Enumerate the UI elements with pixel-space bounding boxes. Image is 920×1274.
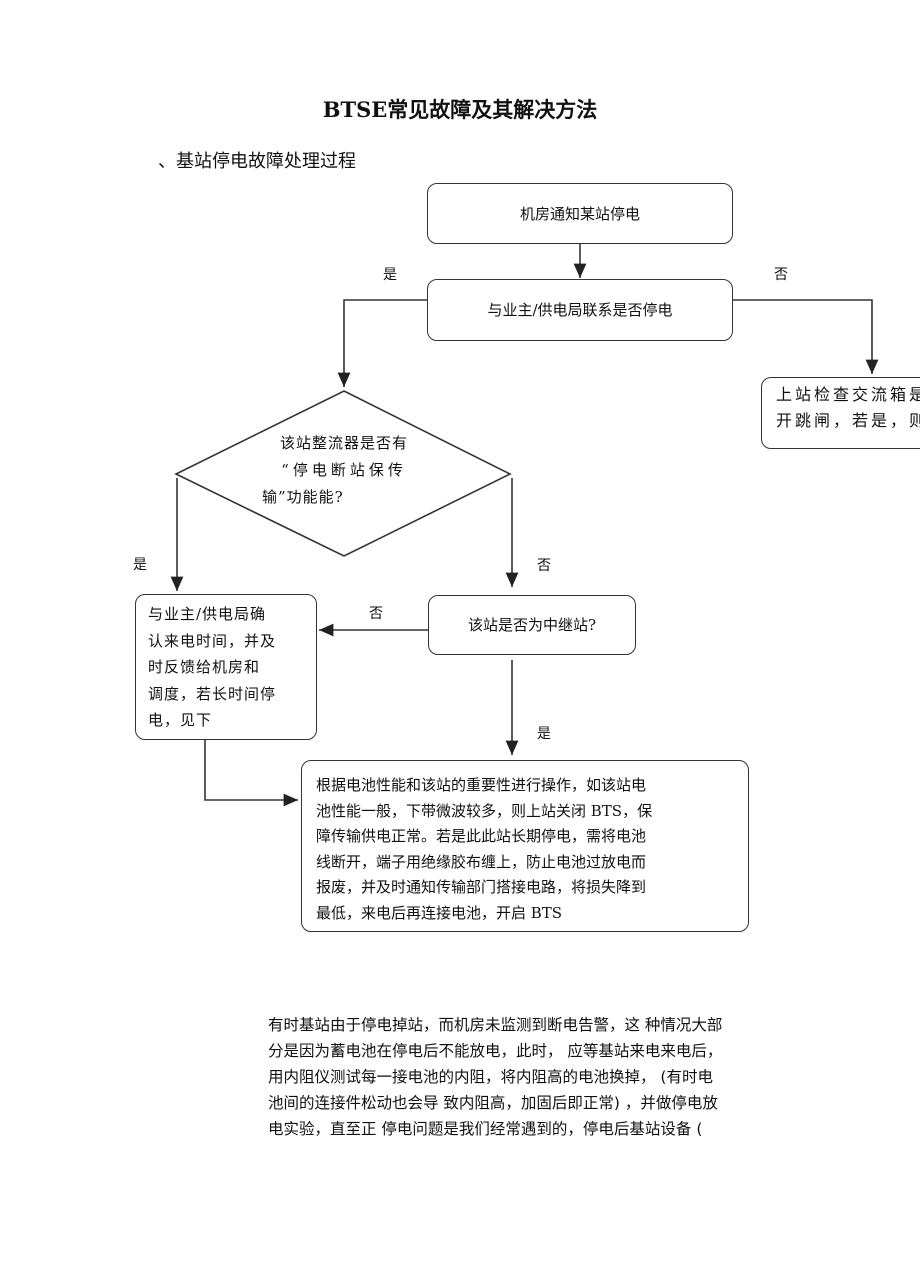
decision-diamond [174,390,512,557]
label-yes-top: 是 [383,267,397,283]
decision-text: 该站整流器是否有 “停电断站保传 输”功能能? [244,430,444,511]
flow-operate-line: 障传输供电正常。若是此此站长期停电，需将电池 [316,827,647,845]
document-title: BTSE常见故障及其解决方法 [322,97,598,122]
paragraph-line: 有时基站由于停电掉站，而机房未监测到断电告警，这 种情况大部 [268,1016,723,1034]
flow-check-line: 开跳闸，若是，则 [776,411,920,430]
decision-line: 该站整流器是否有 [279,434,408,452]
paragraph-line: 用内阻仪测试每一接电池的内阻，将内阻高的电池换掉， (有时电 [268,1068,713,1086]
paragraph-line: 电实验，直至正 停电问题是我们经常遇到的，停电后基站设备 ( [268,1120,703,1138]
flow-operate-line: 根据电池性能和该站的重要性进行操作，如该站电 [316,776,647,794]
flow-relay-box: 该站是否为中继站? [428,595,636,655]
label-no-relay: 否 [369,606,383,622]
flow-confirm-box: 与业主/供电局确 认来电时间，并及 时反馈给机房和 调度，若长时间停 电，见下 [135,594,317,740]
paragraph-line: 池间的连接件松动也会导 致内阻高，加固后即正常) ，并做停电放 [268,1094,718,1112]
arrow-confirm-to-operate [204,740,298,807]
label-yes-left: 是 [133,557,147,573]
label-yes-relay: 是 [537,726,551,742]
flow-check-box: 上站检查交流箱是 开跳闸，若是，则 [761,377,920,449]
flow-contact-box: 与业主/供电局联系是否停电 [427,279,733,341]
flow-operate-line: 线断开，端子用绝缘胶布缠上，防止电池过放电而 [316,852,647,871]
flow-confirm-line: 与业主/供电局确 [148,605,267,623]
arrow-contact-to-check [733,299,879,374]
flow-confirm-line: 时反馈给机房和 [148,658,261,676]
flow-start-text: 机房通知某站停电 [519,204,640,223]
flow-confirm-line: 调度，若长时间停 [148,684,277,703]
section-heading: 、基站停电故障处理过程 [158,151,356,172]
label-no-top: 否 [774,267,788,283]
flow-operate-box: 根据电池性能和该站的重要性进行操作，如该站电 池性能一般，下带微波较多，则上站关… [301,760,749,932]
flow-operate-line: 池性能一般，下带微波较多，则上站关闭 BTS，保 [316,801,653,820]
arrow-contact-to-diamond [337,299,428,387]
decision-line: 输”功能能? [262,488,344,506]
flow-contact-text: 与业主/供电局联系是否停电 [487,301,673,319]
flow-operate-line: 报废，并及时通知传输部门搭接电路，将损失降到 [316,878,647,896]
flow-operate-line: 最低，来电后再连接电池，开启 BTS [316,903,563,922]
paragraph-line: 分是因为蓄电池在停电后不能放电，此时， 应等基站来电来电后， [268,1042,723,1060]
body-paragraph: 有时基站由于停电掉站，而机房未监测到断电告警，这 种情况大部 分是因为蓄电池在停… [268,1012,788,1142]
flow-confirm-line: 认来电时间，并及 [148,631,277,650]
label-no-diamond: 否 [537,558,551,574]
flow-start-box: 机房通知某站停电 [427,183,733,244]
flow-relay-text: 该站是否为中继站? [467,616,597,634]
flow-check-line: 上站检查交流箱是 [776,385,920,404]
flow-confirm-line: 电，见下 [148,711,213,729]
decision-line: “停电断站保传 [281,461,407,479]
